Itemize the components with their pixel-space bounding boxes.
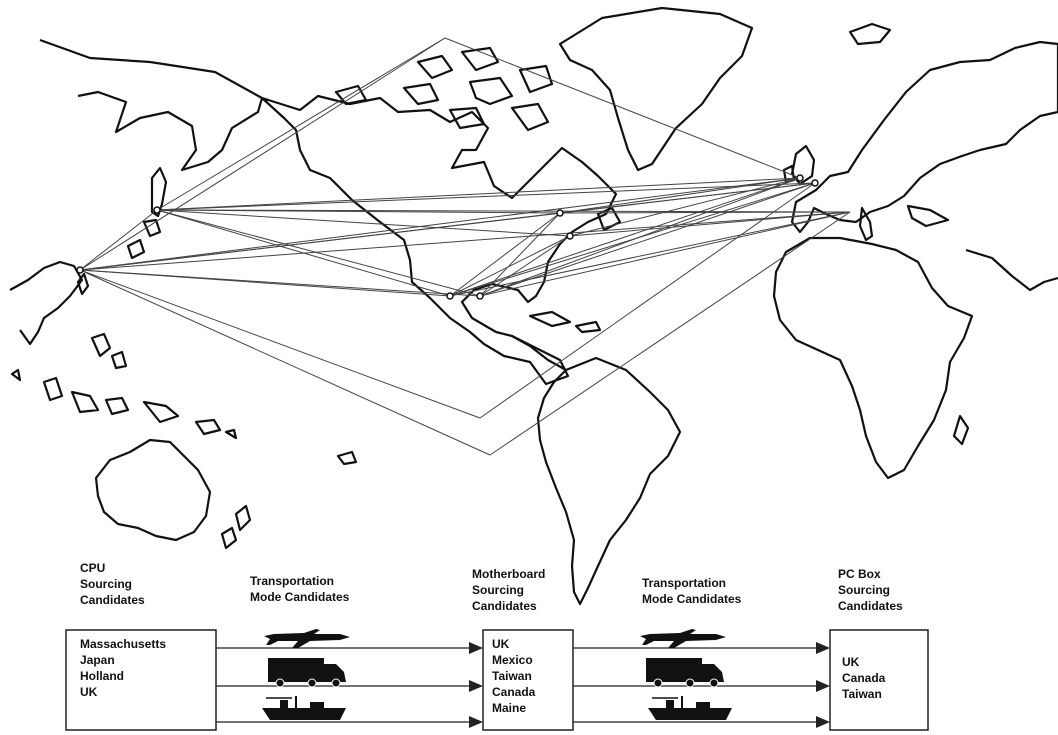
vehicle-icons [262, 629, 732, 720]
land-north-america [39, 38, 618, 386]
land-southeast-asia-islands [10, 332, 222, 436]
stage-titles: CPU Sourcing Candidates Transportation M… [80, 561, 903, 613]
route-line [479, 211, 851, 297]
flow-arrows [216, 642, 830, 728]
land-taiwan [76, 272, 90, 296]
route-line [559, 182, 816, 214]
route-line [156, 209, 561, 214]
airplane-icon [640, 629, 726, 648]
truck-icon [268, 658, 346, 688]
route-line [79, 37, 446, 271]
route-line [79, 212, 561, 271]
land-japan [126, 166, 168, 260]
route-line [156, 209, 481, 297]
route-line [479, 182, 816, 297]
land-pacific-islands [224, 428, 358, 466]
route-line [444, 37, 801, 179]
arrowhead-ship-2 [816, 716, 830, 728]
route-line [156, 177, 801, 211]
land-caribbean [528, 310, 602, 334]
location-nodes [76, 174, 819, 300]
location-node [566, 232, 574, 240]
route-line [449, 212, 561, 297]
route-line [479, 177, 801, 297]
ship-icon [648, 696, 732, 720]
arrowhead-truck-2 [816, 680, 830, 692]
route-line [449, 177, 801, 297]
land-africa [772, 236, 974, 480]
route-line [449, 211, 851, 297]
cpu-candidates-box [65, 629, 217, 731]
ship-icon [262, 696, 346, 720]
route-line [79, 177, 801, 271]
land-south-america [536, 356, 682, 606]
location-node [153, 206, 161, 214]
arrowhead-truck-1 [469, 680, 483, 692]
route-line [479, 182, 816, 419]
route-line [79, 211, 851, 271]
route-line [569, 177, 801, 237]
motherboard-candidates-box [482, 629, 574, 731]
route-line [449, 235, 571, 297]
pcbox-candidates-list: UK Canada Taiwan [842, 655, 889, 701]
truck-icon [646, 658, 724, 688]
route-line [79, 269, 481, 297]
stage-5-title: PC Box Sourcing Candidates [838, 567, 903, 613]
route-line [559, 177, 801, 214]
route-network [79, 37, 851, 456]
land-madagascar [952, 414, 970, 446]
route-line [156, 182, 816, 211]
land-greenland [558, 6, 754, 172]
route-line [489, 211, 851, 456]
land-eurasia [790, 40, 1058, 242]
route-line [156, 209, 851, 213]
stage-boxes: Massachusetts Japan Holland UK UK Mexico… [65, 629, 929, 731]
route-line [156, 37, 446, 211]
motherboard-candidates-list: UK Mexico Taiwan Canada Maine [492, 637, 539, 715]
land-iceland [848, 22, 892, 46]
airplane-icon [264, 629, 350, 648]
arrowhead-ship-1 [469, 716, 483, 728]
land-arabia [965, 248, 1058, 292]
stage-1-title: CPU Sourcing Candidates [80, 561, 145, 607]
location-node [796, 174, 804, 182]
land-central-america [511, 335, 567, 371]
land-new-zealand [220, 504, 252, 550]
route-line [79, 269, 491, 456]
land-east-asia [9, 260, 84, 346]
pcbox-candidates-box [829, 629, 929, 731]
route-line [79, 269, 481, 419]
land-newfoundland [596, 206, 622, 232]
cpu-candidates-list: Massachusetts Japan Holland UK [80, 637, 169, 699]
land-australia [94, 438, 212, 542]
route-line [79, 209, 158, 271]
stage-2-title: Transportation Mode Candidates [250, 574, 350, 604]
route-line [479, 235, 571, 297]
arrowhead-air-2 [816, 642, 830, 654]
route-line [559, 211, 851, 214]
world-map [9, 6, 1058, 606]
location-node [556, 209, 564, 217]
location-node [811, 179, 819, 187]
location-node [476, 292, 484, 300]
stage-4-title: Transportation Mode Candidates [642, 576, 742, 606]
arrowhead-air-1 [469, 642, 483, 654]
route-line [569, 211, 851, 237]
land-arctic-islands [334, 46, 554, 132]
location-node [446, 292, 454, 300]
location-node [76, 266, 84, 274]
route-line [479, 212, 561, 297]
route-line [156, 209, 571, 237]
stage-3-title: Motherboard Sourcing Candidates [472, 567, 549, 613]
